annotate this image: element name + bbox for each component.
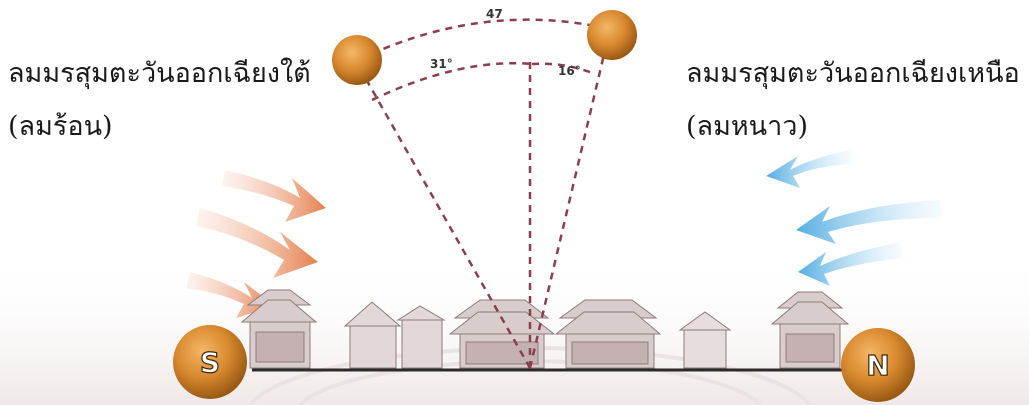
arc-31 bbox=[371, 62, 533, 102]
south-label: S bbox=[200, 346, 220, 379]
temple-small-left bbox=[343, 301, 446, 369]
cold-wind-arrows bbox=[766, 150, 942, 286]
cold-arrow-2 bbox=[796, 200, 942, 244]
angle-total-label: 47 bbox=[486, 7, 503, 21]
hot-wind-arrows bbox=[186, 170, 326, 318]
sun-angle-lines bbox=[347, 18, 615, 369]
ray-north-sun bbox=[528, 45, 608, 369]
cold-arrow-1 bbox=[766, 150, 852, 188]
southeast-monsoon-label: ลมมรสุมตะวันออกเฉียงใต้ bbox=[8, 58, 311, 89]
cold-wind-label: (ลมหนาว) bbox=[686, 111, 808, 142]
cold-arrow-3 bbox=[798, 242, 902, 286]
sun-south-position bbox=[332, 35, 382, 85]
temple-center bbox=[448, 299, 556, 369]
arc-47 bbox=[347, 18, 615, 67]
angle-south-label: 31° bbox=[430, 57, 453, 71]
northeast-monsoon-label: ลมมรสุมตะวันออกเฉียงเหนือ bbox=[686, 58, 1020, 89]
temple-buildings bbox=[240, 289, 850, 369]
sun-north-position bbox=[587, 10, 637, 60]
north-label: N bbox=[866, 349, 889, 382]
hot-arrow-1 bbox=[222, 170, 326, 222]
hot-wind-label: (ลมร้อน) bbox=[8, 111, 113, 142]
ray-south-sun bbox=[360, 71, 532, 369]
temple-small-right bbox=[678, 311, 732, 369]
temple-center-right bbox=[554, 299, 662, 369]
angle-north-label: 16° bbox=[558, 64, 581, 78]
south-pole-marker: S bbox=[173, 325, 247, 399]
temple-right bbox=[770, 291, 850, 369]
hot-arrow-3 bbox=[186, 272, 275, 318]
arc-16 bbox=[531, 62, 596, 76]
north-pole-marker: N bbox=[841, 328, 915, 402]
temple-left bbox=[240, 289, 318, 369]
hot-arrow-2 bbox=[196, 208, 318, 278]
